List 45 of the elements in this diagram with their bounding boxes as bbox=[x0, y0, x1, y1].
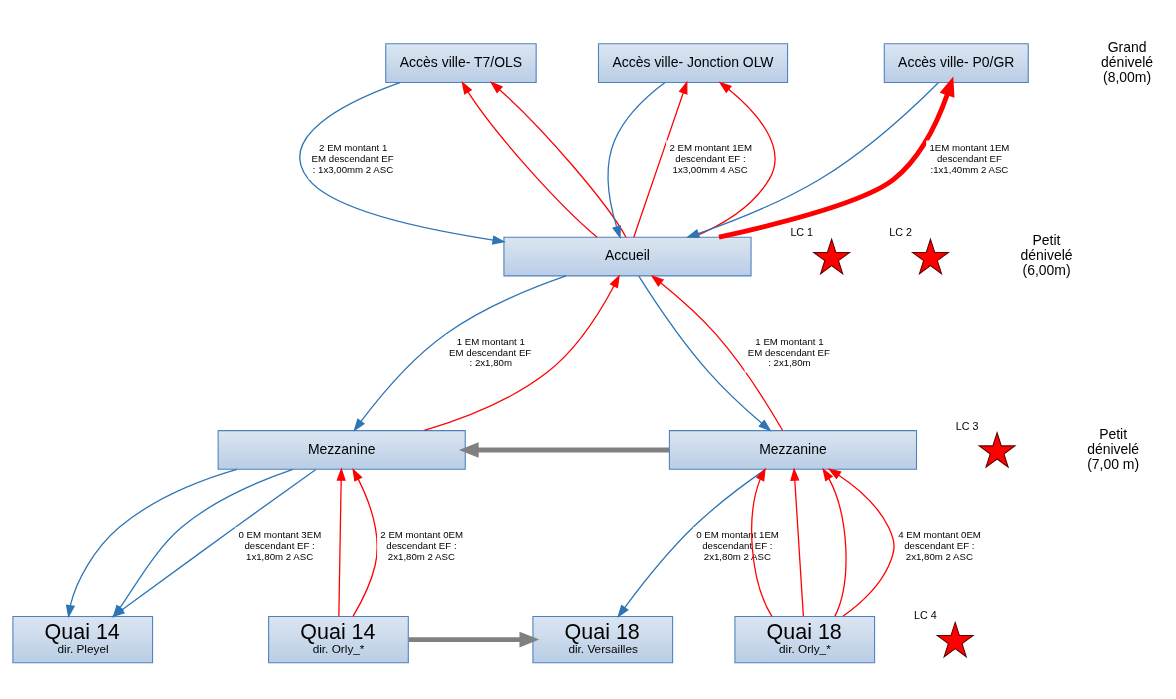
edge-label: 4 EM montant 0EM descendant EF : 2x1,80m 2 ASC bbox=[898, 529, 981, 562]
node-box: Mezzanine bbox=[217, 430, 466, 470]
arrow bbox=[458, 442, 670, 458]
label: Petit dénivelé (6,00m) bbox=[1020, 232, 1073, 279]
node-label: LC 2 bbox=[889, 226, 912, 239]
arrow bbox=[827, 468, 895, 617]
arrow bbox=[718, 76, 955, 240]
edge-label: 0 EM montant 3EM descendant EF : 1x1,80m 2 ASC bbox=[238, 529, 322, 562]
edge-label: 1 EM montant 1 EM descendant EF : 2x1,80m bbox=[449, 335, 532, 369]
arrow bbox=[790, 467, 804, 618]
arrow bbox=[408, 631, 540, 648]
node-box: Quai 18 dir. Versailles bbox=[532, 615, 674, 664]
node-box: Quai 14 dir. Orly_* bbox=[268, 615, 409, 664]
node-label: LC 3 bbox=[955, 419, 979, 432]
node-box: Quai 14 dir. Pleyel bbox=[12, 615, 154, 664]
arrow bbox=[353, 275, 567, 432]
node-box: Accès ville- T7/OLS bbox=[385, 43, 537, 84]
node-box: Quai 18 dir. Orly_* bbox=[734, 615, 876, 664]
arrow bbox=[352, 467, 378, 618]
arrow bbox=[461, 80, 598, 238]
arrow bbox=[686, 82, 939, 238]
node-box: Accueil bbox=[503, 236, 752, 277]
edge-label: 2 EM montant 1EM descendant EF : 1x3,00mm 4 ASC bbox=[669, 142, 753, 175]
arrow bbox=[822, 467, 847, 618]
edge-label: 1EM montant 1EM descendant EF :1x1,40mm 2 ASC bbox=[929, 142, 1010, 175]
arrow bbox=[617, 468, 766, 618]
node-box: Mezzanine bbox=[668, 430, 918, 470]
node-label: LC 4 bbox=[913, 609, 937, 622]
arrow bbox=[633, 80, 688, 238]
arrow bbox=[638, 275, 772, 432]
arrow bbox=[751, 467, 773, 618]
arrow bbox=[607, 81, 666, 240]
edge-label: 2 EM montant 0EM descendant EF : 2x1,80m 2 ASC bbox=[380, 529, 464, 562]
label: Petit dénivelé (7,00 m) bbox=[1087, 425, 1140, 472]
node-box: Accès ville- P0/GR bbox=[883, 43, 1029, 84]
node-box: Accès ville- Jonction OLW bbox=[597, 43, 789, 84]
edge-label: 2 EM montant 1 EM descendant EF : 1x3,00mm 2 ASC bbox=[311, 142, 394, 175]
edge-label: 1 EM montant 1 EM descendant EF : 2x1,80m bbox=[747, 335, 830, 369]
arrow bbox=[336, 467, 346, 618]
arrow bbox=[299, 82, 506, 245]
arrow bbox=[489, 81, 627, 238]
arrow bbox=[650, 274, 784, 431]
label: Grand dénivelé (8,00m) bbox=[1101, 38, 1154, 85]
node-label: LC 1 bbox=[790, 226, 814, 239]
arrow bbox=[423, 274, 620, 432]
